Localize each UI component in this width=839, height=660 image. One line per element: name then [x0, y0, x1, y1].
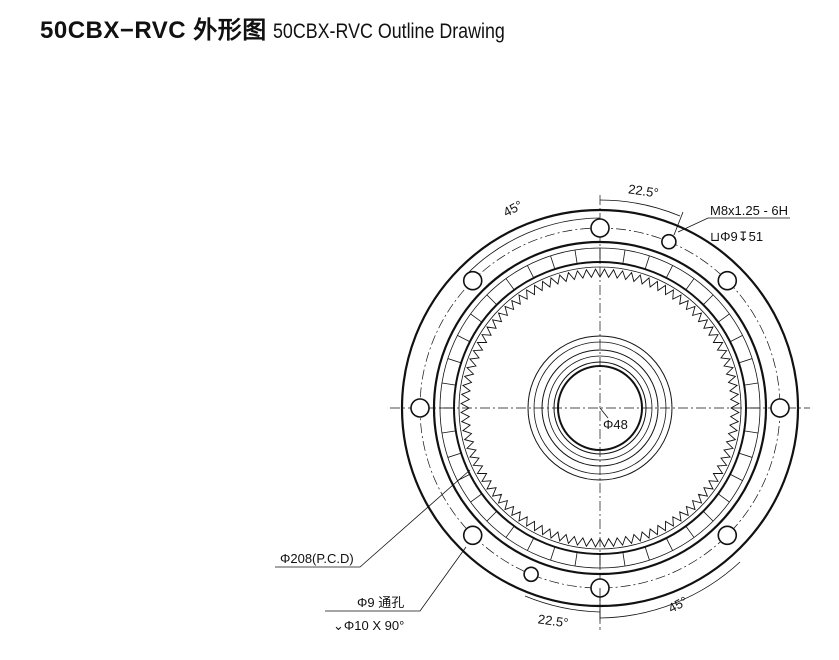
title-main: 50CBX−RVC 外形图	[40, 17, 267, 44]
angle-22-bottom: 22.5°	[537, 611, 569, 630]
through-hole	[590, 218, 610, 238]
roller	[574, 552, 578, 567]
through-hole	[717, 525, 738, 546]
hub-outer	[527, 335, 673, 481]
roller	[447, 358, 462, 364]
roller	[470, 313, 483, 323]
gear-teeth	[460, 268, 740, 548]
roller	[470, 493, 483, 503]
page-title: 50CBX−RVC 外形图 50CBX-RVC Outline Drawing	[40, 10, 546, 45]
inner-flange	[432, 240, 768, 576]
bolt-holes	[410, 218, 790, 598]
roller	[457, 335, 471, 343]
counterbore-spec: ⊔Φ9↧51	[710, 229, 763, 244]
ext-line-top	[673, 211, 684, 236]
roller	[738, 358, 753, 364]
roller	[486, 510, 498, 522]
roller	[486, 294, 498, 306]
tapped-hole	[523, 566, 539, 583]
roller	[527, 537, 535, 551]
hub-ring-1	[533, 341, 667, 475]
bore-diameter: Φ48	[603, 417, 628, 432]
roller	[644, 255, 650, 270]
roller	[574, 249, 578, 264]
roller	[447, 452, 462, 458]
roller	[665, 537, 673, 551]
dim-arc-22-bottom	[524, 595, 601, 613]
roller	[744, 430, 759, 434]
angle-22-top: 22.5°	[627, 181, 659, 200]
angle-45-top: 45°	[501, 197, 525, 219]
roller	[527, 265, 535, 279]
tapped-hole	[661, 233, 677, 250]
roller	[644, 546, 650, 561]
roller	[505, 278, 515, 291]
through-hole	[717, 270, 738, 291]
leader-pcd	[275, 469, 471, 568]
title-sub: 50CBX-RVC Outline Drawing	[273, 20, 506, 43]
roller	[717, 313, 730, 323]
roller	[738, 452, 753, 458]
hub-ring-3	[547, 355, 653, 461]
dim-arc-22-top	[599, 199, 681, 217]
bearing-rollers	[440, 248, 760, 568]
angle-45-bottom: 45°	[666, 593, 690, 615]
dim-arc-45-bottom	[599, 561, 741, 619]
center-bore	[557, 365, 643, 451]
through-hole	[462, 270, 483, 291]
thread-spec: M8x1.25 - 6H	[710, 203, 788, 218]
roller	[665, 265, 673, 279]
roller	[685, 278, 695, 291]
leader-thread	[677, 217, 790, 233]
roller	[441, 382, 456, 386]
roller	[622, 249, 626, 264]
roller	[550, 546, 556, 561]
through-hole-label: Φ9 通孔	[357, 595, 404, 610]
roller	[729, 335, 743, 343]
roller	[685, 525, 695, 538]
through-hole	[410, 398, 430, 418]
roller	[441, 430, 456, 434]
pcd-label: Φ208(P.C.D)	[280, 551, 354, 566]
gear-ring	[458, 266, 742, 550]
hub-ring-4	[553, 361, 647, 455]
through-hole	[770, 398, 790, 418]
roller	[550, 255, 556, 270]
roller	[717, 493, 730, 503]
roller	[702, 510, 714, 522]
roller	[622, 552, 626, 567]
roller	[505, 525, 515, 538]
leader-through-hole	[325, 546, 467, 612]
roller	[744, 382, 759, 386]
roller	[702, 294, 714, 306]
roller	[729, 473, 743, 481]
countersink-label: ⌄Φ10 X 90°	[333, 618, 404, 633]
leader-bore	[599, 407, 609, 419]
dim-arc-45-top	[465, 217, 601, 276]
through-hole	[462, 525, 483, 546]
hub-ring-2	[541, 349, 659, 467]
